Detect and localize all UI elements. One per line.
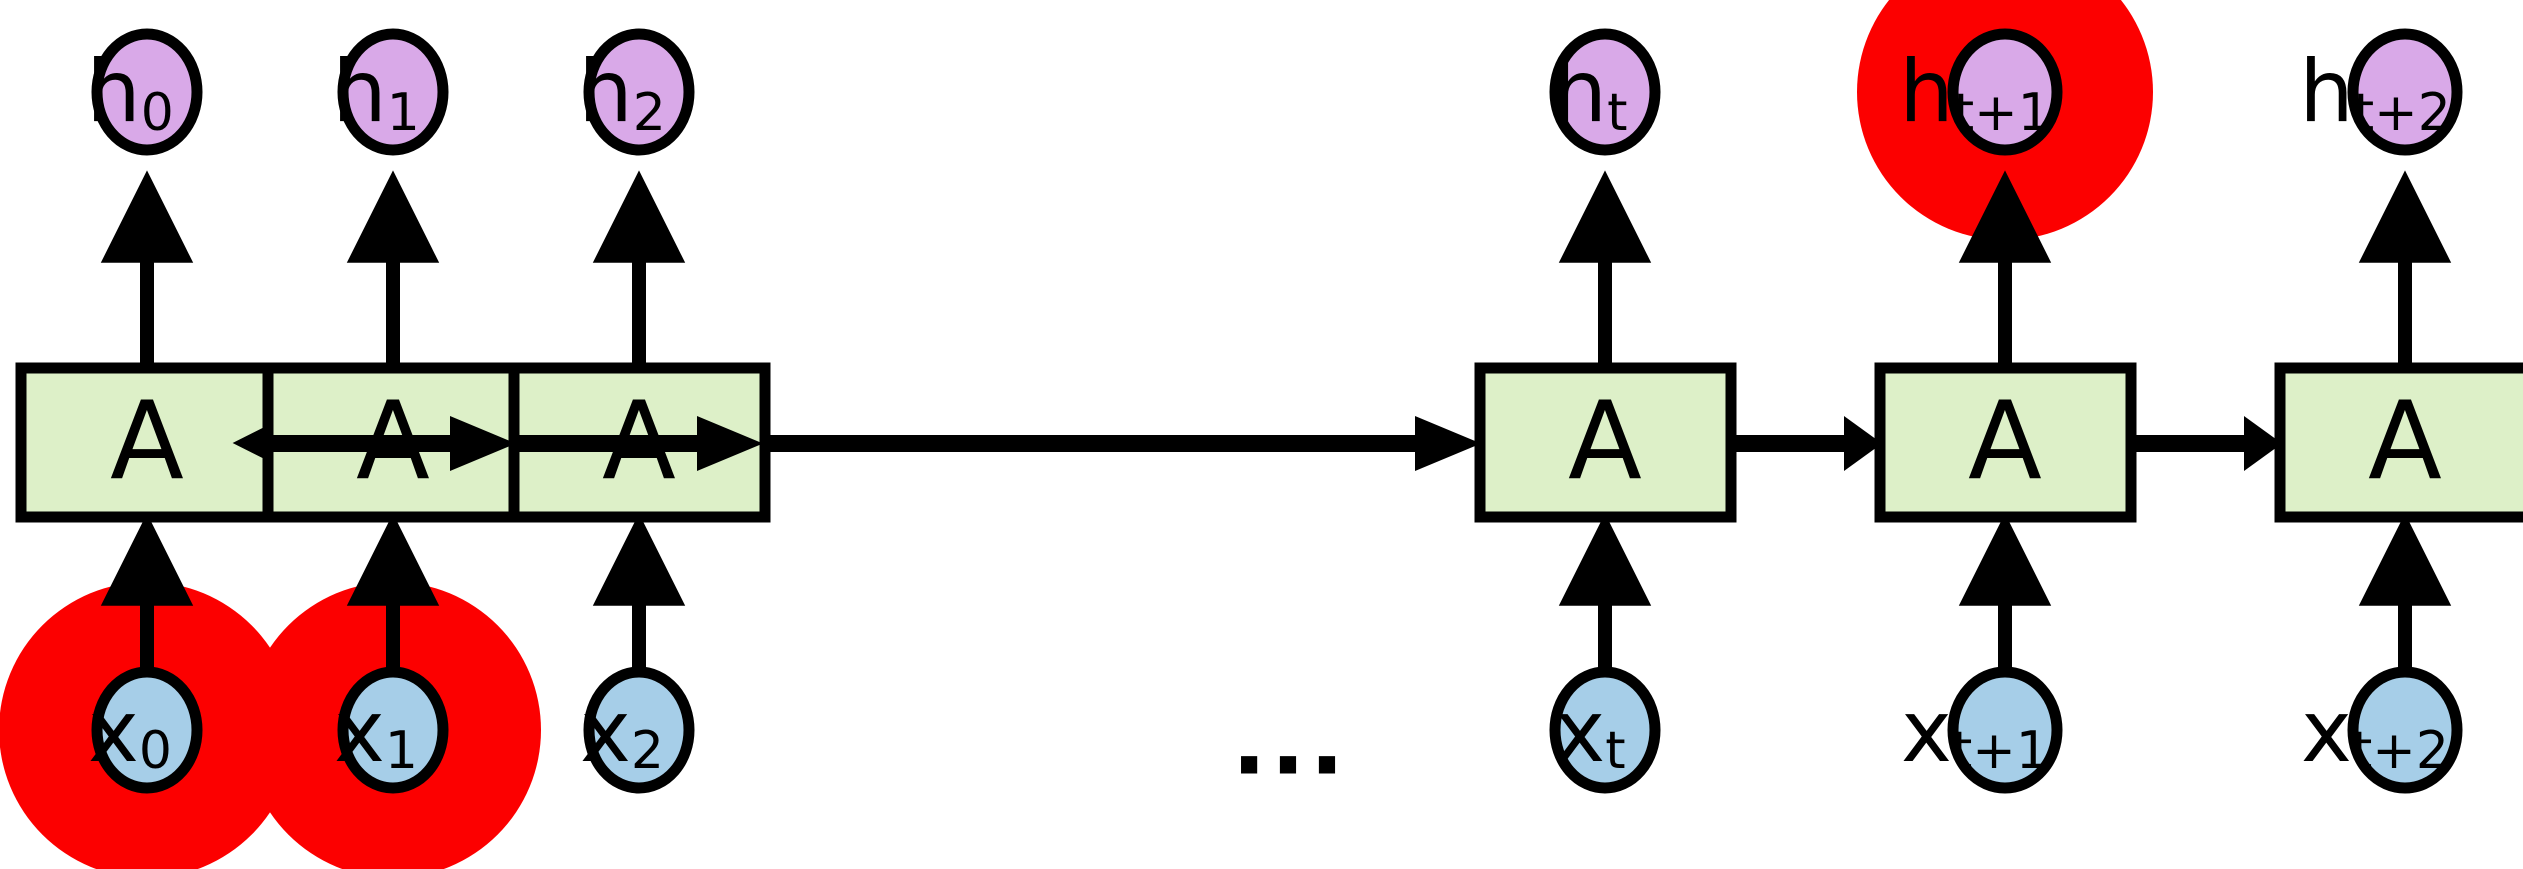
output-node-h0-sub: 0 [141,83,174,143]
input-node-x-t-plus-2-main: x [2301,682,2352,782]
output-node-h2-main: h [578,42,633,142]
cell-label-tt: A [1568,379,1642,504]
recurrent-head-2-t [1415,416,1481,471]
input-node-x1-main: x [334,682,385,782]
cell-label-tt2: A [2368,379,2442,504]
cell-label-t0: A [110,379,184,504]
input-node-xt-main: x [1554,682,1605,782]
cell-box-tt [1474,362,1737,523]
input-node-x-t-plus-2-sub: t+2 [2352,721,2449,781]
input-node-xt [1549,666,1661,794]
input-node-x1-label: x1 [334,682,418,782]
timestep-group-t2: A h2 x2 [508,28,771,794]
recurrent-shaft-0-1 [272,435,450,452]
input-node-x0-label: x0 [88,682,172,782]
input-node-x-t-plus-1-label: xt+1 [1901,682,2049,782]
output-node-h-t-plus-2-sub: t+2 [2354,83,2451,143]
recurrent-arrow-group-t1-t2 [2131,416,2282,471]
timestep-group-tt: A ht xt [1474,28,1737,794]
input-node-x0-sub: 0 [139,721,172,781]
input-node-x-t-plus-2-label: xt+2 [2301,682,2449,782]
timestep-group-tt2: A ht+2 xt+2 [2274,28,2523,794]
input-node-x1 [337,666,449,794]
output-node-h-t-plus-1-sub: t+1 [1954,83,2051,143]
output-node-h-t-plus-1-label: ht+1 [1899,42,2051,143]
output-node-ht-label: ht [1553,42,1628,143]
input-node-x2-sub: 2 [631,721,664,781]
recurrent-head-0-1 [450,416,516,471]
output-node-h0-label: h0 [86,42,174,143]
recurrent-head-1-2 [697,416,763,471]
input-node-x1-sub: 1 [385,721,418,781]
input-node-xt-sub: t [1605,721,1625,781]
input-node-x2-label: x2 [580,682,664,782]
recurrent-arrow-layer [272,416,2282,471]
output-node-h0 [91,28,203,156]
output-node-h-t-plus-2 [2347,28,2463,156]
output-node-h1-sub: 1 [387,83,420,143]
input-node-x2-main: x [580,682,631,782]
output-node-h-t-plus-2-main: h [2299,42,2354,142]
timestep-group-t0: A h0 x0 [15,28,339,794]
input-node-x-t-plus-1-sub: t+1 [1952,721,2049,781]
input-node-x0-main: x [88,682,139,782]
output-node-h2 [583,28,695,156]
input-node-x-t-plus-1-main: x [1901,682,1952,782]
recurrent-shaft-2-t [765,435,1415,452]
recurrent-arrow-group-1-2 [519,416,763,471]
output-node-h1 [337,28,449,156]
output-node-h-t-plus-2-label: ht+2 [2299,42,2451,143]
output-node-h2-sub: 2 [633,83,666,143]
output-node-h1-label: h1 [332,42,420,143]
recurrent-shaft-1-2 [519,435,697,452]
recurrent-shaft-t1-t2 [2131,435,2244,452]
input-node-x-t-plus-2 [2347,666,2463,794]
timestep-group-tt1: A ht+1 xt+1 [1874,28,2137,794]
recurrent-head-t-t1 [1844,416,1882,471]
input-node-x-t-plus-1 [1947,666,2063,794]
recurrent-arrow-group-2-t [765,416,1481,471]
recurrent-arrow-group-0-1 [272,416,516,471]
input-node-x2 [583,666,695,794]
recurrent-arrow-group-t-t1 [1731,416,1882,471]
output-node-ht-sub: t [1607,83,1627,143]
output-node-ht-main: h [1553,42,1608,142]
output-node-h-t-plus-1-main: h [1899,42,1954,142]
input-node-xt-label: xt [1554,682,1625,782]
sequence-ellipsis: ... [1232,688,1349,795]
output-node-h0-main: h [86,42,141,142]
recurrent-head-t1-t2 [2244,416,2282,471]
recurrent-shaft-t-t1 [1731,435,1844,452]
output-node-h1-main: h [332,42,387,142]
cell-label-tt1: A [1968,379,2042,504]
output-node-h2-label: h2 [578,42,666,143]
output-node-ht [1549,28,1661,156]
input-node-x0 [91,666,203,794]
output-node-h-t-plus-1 [1947,28,2063,156]
